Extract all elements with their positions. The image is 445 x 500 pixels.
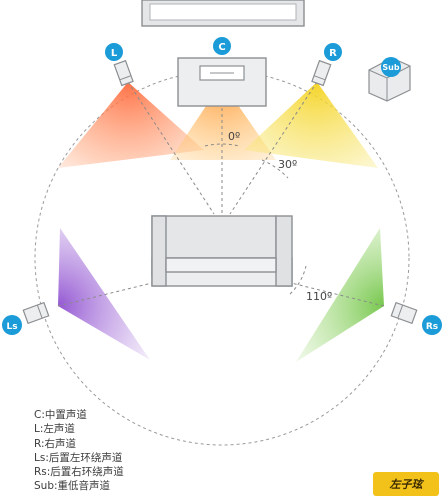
right-surround-badge: Rs	[422, 315, 442, 335]
sofa-icon	[151, 215, 293, 287]
angle-label-surround: 110º	[306, 290, 332, 303]
channel-legend: C:中置声道 L:左声道 R:右声道 Ls:后置左环绕声道 Rs:后置右环绕声道…	[34, 408, 124, 494]
left-speaker-icon	[113, 59, 134, 87]
angle-label-front-side: 30º	[278, 158, 297, 171]
left-speaker-beam	[58, 82, 204, 168]
center-speaker-label: C	[218, 42, 225, 53]
legend-item: C:中置声道	[34, 409, 87, 421]
watermark-logo: 左子玹	[373, 472, 439, 496]
center-speaker-icon	[177, 57, 267, 107]
legend-item: Rs:后置右环绕声道	[34, 466, 124, 479]
subwoofer-label: Sub	[382, 63, 399, 72]
legend-item: L:左声道	[34, 423, 75, 436]
left-surround-speaker-icon	[22, 301, 50, 325]
left-surround-badge: Ls	[2, 315, 22, 335]
center-speaker-badge: C	[213, 37, 231, 55]
left-speaker-badge: L	[105, 43, 123, 61]
tv-icon	[141, 0, 305, 27]
right-surround-speaker-icon	[390, 301, 418, 325]
angle-label-front: 0º	[228, 130, 240, 143]
right-surround-beam	[296, 228, 384, 362]
subwoofer-badge: Sub	[381, 57, 401, 77]
right-surround-label: Rs	[426, 322, 438, 332]
right-speaker-icon	[311, 59, 332, 87]
right-speaker-label: R	[329, 48, 337, 59]
right-speaker-badge: R	[324, 43, 342, 61]
watermark-text: 左子玹	[389, 478, 423, 491]
center-speaker-beam	[170, 82, 276, 160]
listening-circle	[34, 70, 410, 446]
legend-item: Sub:重低音声道	[34, 480, 111, 493]
legend-item: Ls:后置左环绕声道	[34, 451, 123, 464]
left-surround-label: Ls	[6, 322, 17, 332]
left-speaker-label: L	[111, 48, 118, 59]
left-surround-beam	[58, 228, 150, 360]
right-speaker-beam	[244, 82, 378, 168]
legend-item: R:右声道	[34, 437, 77, 450]
